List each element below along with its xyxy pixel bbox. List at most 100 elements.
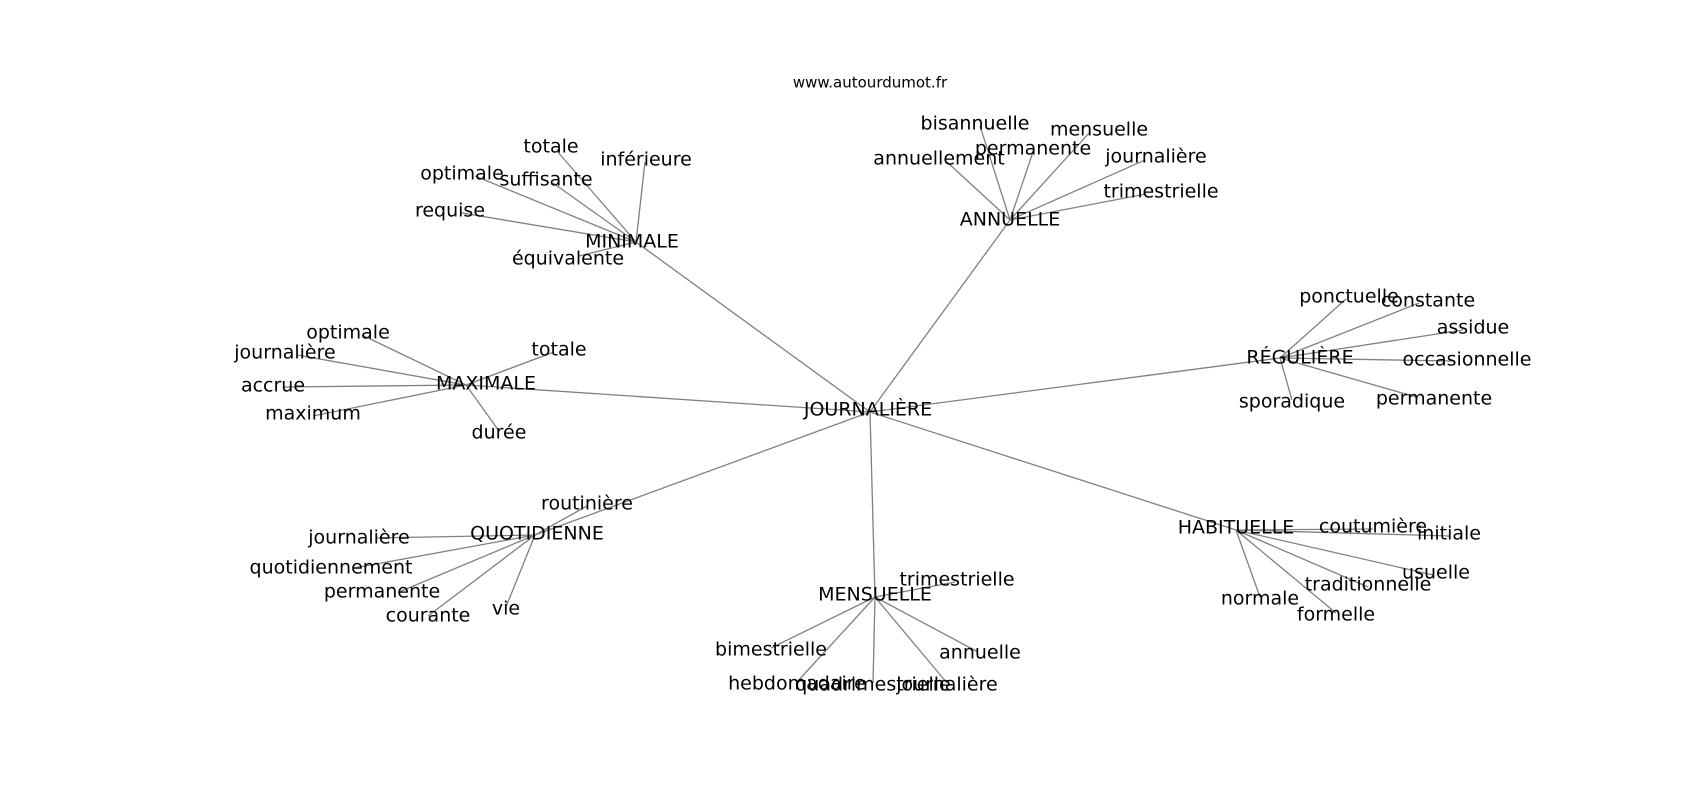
edge-cluster-to-word — [461, 212, 637, 243]
graph-labels: JOURNALIÈRE MINIMALE totale inférieure optim… — [233, 113, 1531, 696]
edge-cluster-to-word — [1279, 357, 1417, 398]
edge-cluster-to-word — [534, 505, 588, 536]
site-watermark: www.autourdumot.fr — [793, 74, 948, 92]
word-node: permanente — [1376, 388, 1492, 410]
cluster-node: MENSUELLE — [818, 584, 932, 606]
edge-cluster-to-word — [770, 596, 876, 649]
word-node: constante — [1381, 290, 1475, 312]
word-node: occasionnelle — [1403, 349, 1532, 371]
word-node: usuelle — [1402, 562, 1470, 584]
edge-cluster-to-word — [353, 534, 536, 569]
cluster-node: RÉGULIÈRE — [1246, 346, 1353, 369]
cluster-node: QUOTIDIENNE — [470, 523, 604, 545]
word-node: vie — [492, 598, 520, 620]
word-node: sporadique — [1239, 391, 1345, 413]
edge-center-to-cluster — [635, 241, 871, 413]
word-node: durée — [472, 422, 527, 444]
word-node: inférieure — [600, 149, 692, 171]
word-node: journalière — [233, 342, 335, 364]
edge-cluster-to-word — [312, 384, 467, 417]
cluster-node: MINIMALE — [585, 231, 679, 253]
edge-cluster-to-word — [874, 596, 979, 653]
center-node: JOURNALIÈRE — [803, 398, 932, 421]
edge-cluster-to-word — [979, 125, 1011, 221]
word-node: annuelle — [939, 642, 1021, 664]
edge-center-to-cluster — [869, 411, 1237, 531]
word-node: ponctuelle — [1299, 286, 1399, 308]
edge-cluster-to-word — [282, 384, 467, 388]
edge-cluster-to-word — [375, 534, 536, 539]
edge-cluster-to-word — [1235, 529, 1434, 576]
word-node: optimale — [420, 163, 504, 185]
edge-cluster-to-word — [1235, 529, 1369, 588]
word-node: traditionnelle — [1305, 574, 1432, 596]
edge-cluster-to-word — [474, 175, 637, 243]
edge-cluster-to-word — [398, 534, 536, 593]
word-node: totale — [531, 339, 586, 361]
edge-cluster-to-word — [578, 241, 637, 257]
word-node: courante — [386, 605, 471, 627]
cluster-node: ANNUELLE — [960, 209, 1061, 231]
word-node: accrue — [241, 375, 305, 397]
edge-cluster-to-word — [1235, 529, 1337, 614]
word-node: journalière — [895, 674, 997, 696]
word-node: formelle — [1297, 604, 1375, 626]
word-node: suffisante — [499, 169, 592, 191]
edge-cluster-to-word — [1279, 357, 1293, 401]
edge-cluster-to-word — [1279, 329, 1464, 359]
edge-center-to-cluster — [534, 411, 871, 536]
edge-cluster-to-word — [1009, 193, 1147, 221]
edge-cluster-to-word — [361, 334, 467, 386]
edge-cluster-to-word — [556, 150, 637, 243]
edge-cluster-to-word — [874, 596, 948, 684]
word-node: bisannuelle — [921, 113, 1030, 135]
graph-edges — [282, 125, 1464, 684]
edge-cluster-to-word — [1279, 298, 1347, 359]
edge-cluster-to-word — [1235, 529, 1261, 598]
word-node: trimestrielle — [899, 569, 1014, 591]
edge-center-to-cluster — [465, 384, 871, 413]
edge-cluster-to-word — [1235, 528, 1374, 531]
word-node: coutumière — [1319, 516, 1427, 538]
word-node: quotidiennement — [250, 557, 413, 579]
edge-cluster-to-word — [1009, 151, 1034, 221]
word-node: requise — [415, 200, 485, 222]
edge-cluster-to-word — [1009, 131, 1091, 221]
word-node: initiale — [1417, 523, 1481, 545]
word-node: optimale — [306, 322, 390, 344]
edge-center-to-cluster — [869, 411, 876, 598]
word-node: équivalente — [512, 248, 624, 270]
cluster-node: MAXIMALE — [436, 373, 536, 395]
word-node: journalière — [307, 527, 409, 549]
edge-center-to-cluster — [869, 219, 1011, 413]
word-node: quadrimestrielle — [795, 674, 950, 696]
edge-cluster-to-word — [874, 581, 956, 598]
word-node: assidue — [1437, 317, 1510, 339]
edge-cluster-to-word — [1009, 159, 1146, 221]
edge-cluster-to-word — [635, 161, 646, 243]
edge-cluster-to-word — [872, 596, 876, 684]
edge-center-to-cluster — [869, 357, 1281, 413]
word-node: mensuelle — [1050, 119, 1148, 141]
edge-cluster-to-word — [296, 354, 467, 386]
edge-cluster-to-word — [465, 384, 500, 432]
word-node: routinière — [541, 493, 633, 515]
word-node: journalière — [1104, 146, 1206, 168]
word-node: annuellement — [873, 148, 1004, 170]
word-node: normale — [1221, 588, 1299, 610]
edge-cluster-to-word — [465, 351, 555, 386]
cluster-node: HABITUELLE — [1178, 517, 1295, 539]
edge-cluster-to-word — [1279, 357, 1453, 362]
word-node: permanente — [975, 138, 1091, 160]
word-node: trimestrielle — [1103, 181, 1218, 203]
word-node: totale — [523, 136, 578, 158]
edge-cluster-to-word — [427, 534, 536, 617]
word-node: hebdomadaire — [728, 673, 866, 695]
word-node: permanente — [324, 581, 440, 603]
word-node: maximum — [265, 403, 361, 425]
word-node: bimestrielle — [715, 639, 827, 661]
edge-cluster-to-word — [1279, 302, 1420, 359]
edge-cluster-to-word — [1235, 529, 1450, 537]
edge-cluster-to-word — [946, 161, 1011, 221]
